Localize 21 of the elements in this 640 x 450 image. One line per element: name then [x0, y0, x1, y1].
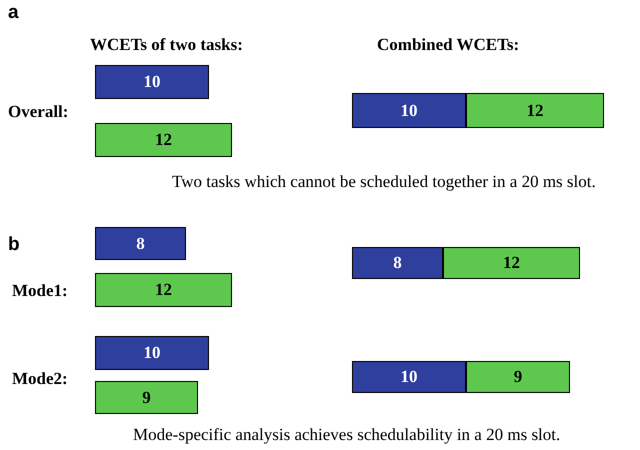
- panel-letter: a: [8, 3, 19, 22]
- wcet-bar: 12: [466, 93, 604, 128]
- wcet-bar: 9: [466, 361, 570, 393]
- row-label: Mode1:: [12, 280, 68, 302]
- wcet-bar: 12: [95, 123, 232, 157]
- wcet-bar: 8: [95, 227, 186, 260]
- wcet-bar: 10: [352, 361, 466, 393]
- row-label: Mode2:: [12, 368, 68, 390]
- wcet-bar: 10: [95, 65, 209, 99]
- column-heading: WCETs of two tasks:: [90, 34, 243, 56]
- wcet-bar: 10: [95, 336, 209, 370]
- wcet-bar: 12: [443, 247, 580, 279]
- row-label: Overall:: [8, 101, 68, 122]
- panel-letter: b: [8, 235, 20, 254]
- wcet-bar: 10: [352, 93, 466, 128]
- wcet-bar: 8: [352, 247, 443, 279]
- wcet-bar: 9: [95, 381, 198, 414]
- wcet-bar: 12: [95, 273, 232, 307]
- caption-text: Two tasks which cannot be scheduled together in a 20 ms slot.: [172, 171, 596, 192]
- caption-text: Mode-specific analysis achieves schedulability in a 20 ms slot.: [133, 424, 560, 446]
- column-heading: Combined WCETs:: [377, 34, 520, 56]
